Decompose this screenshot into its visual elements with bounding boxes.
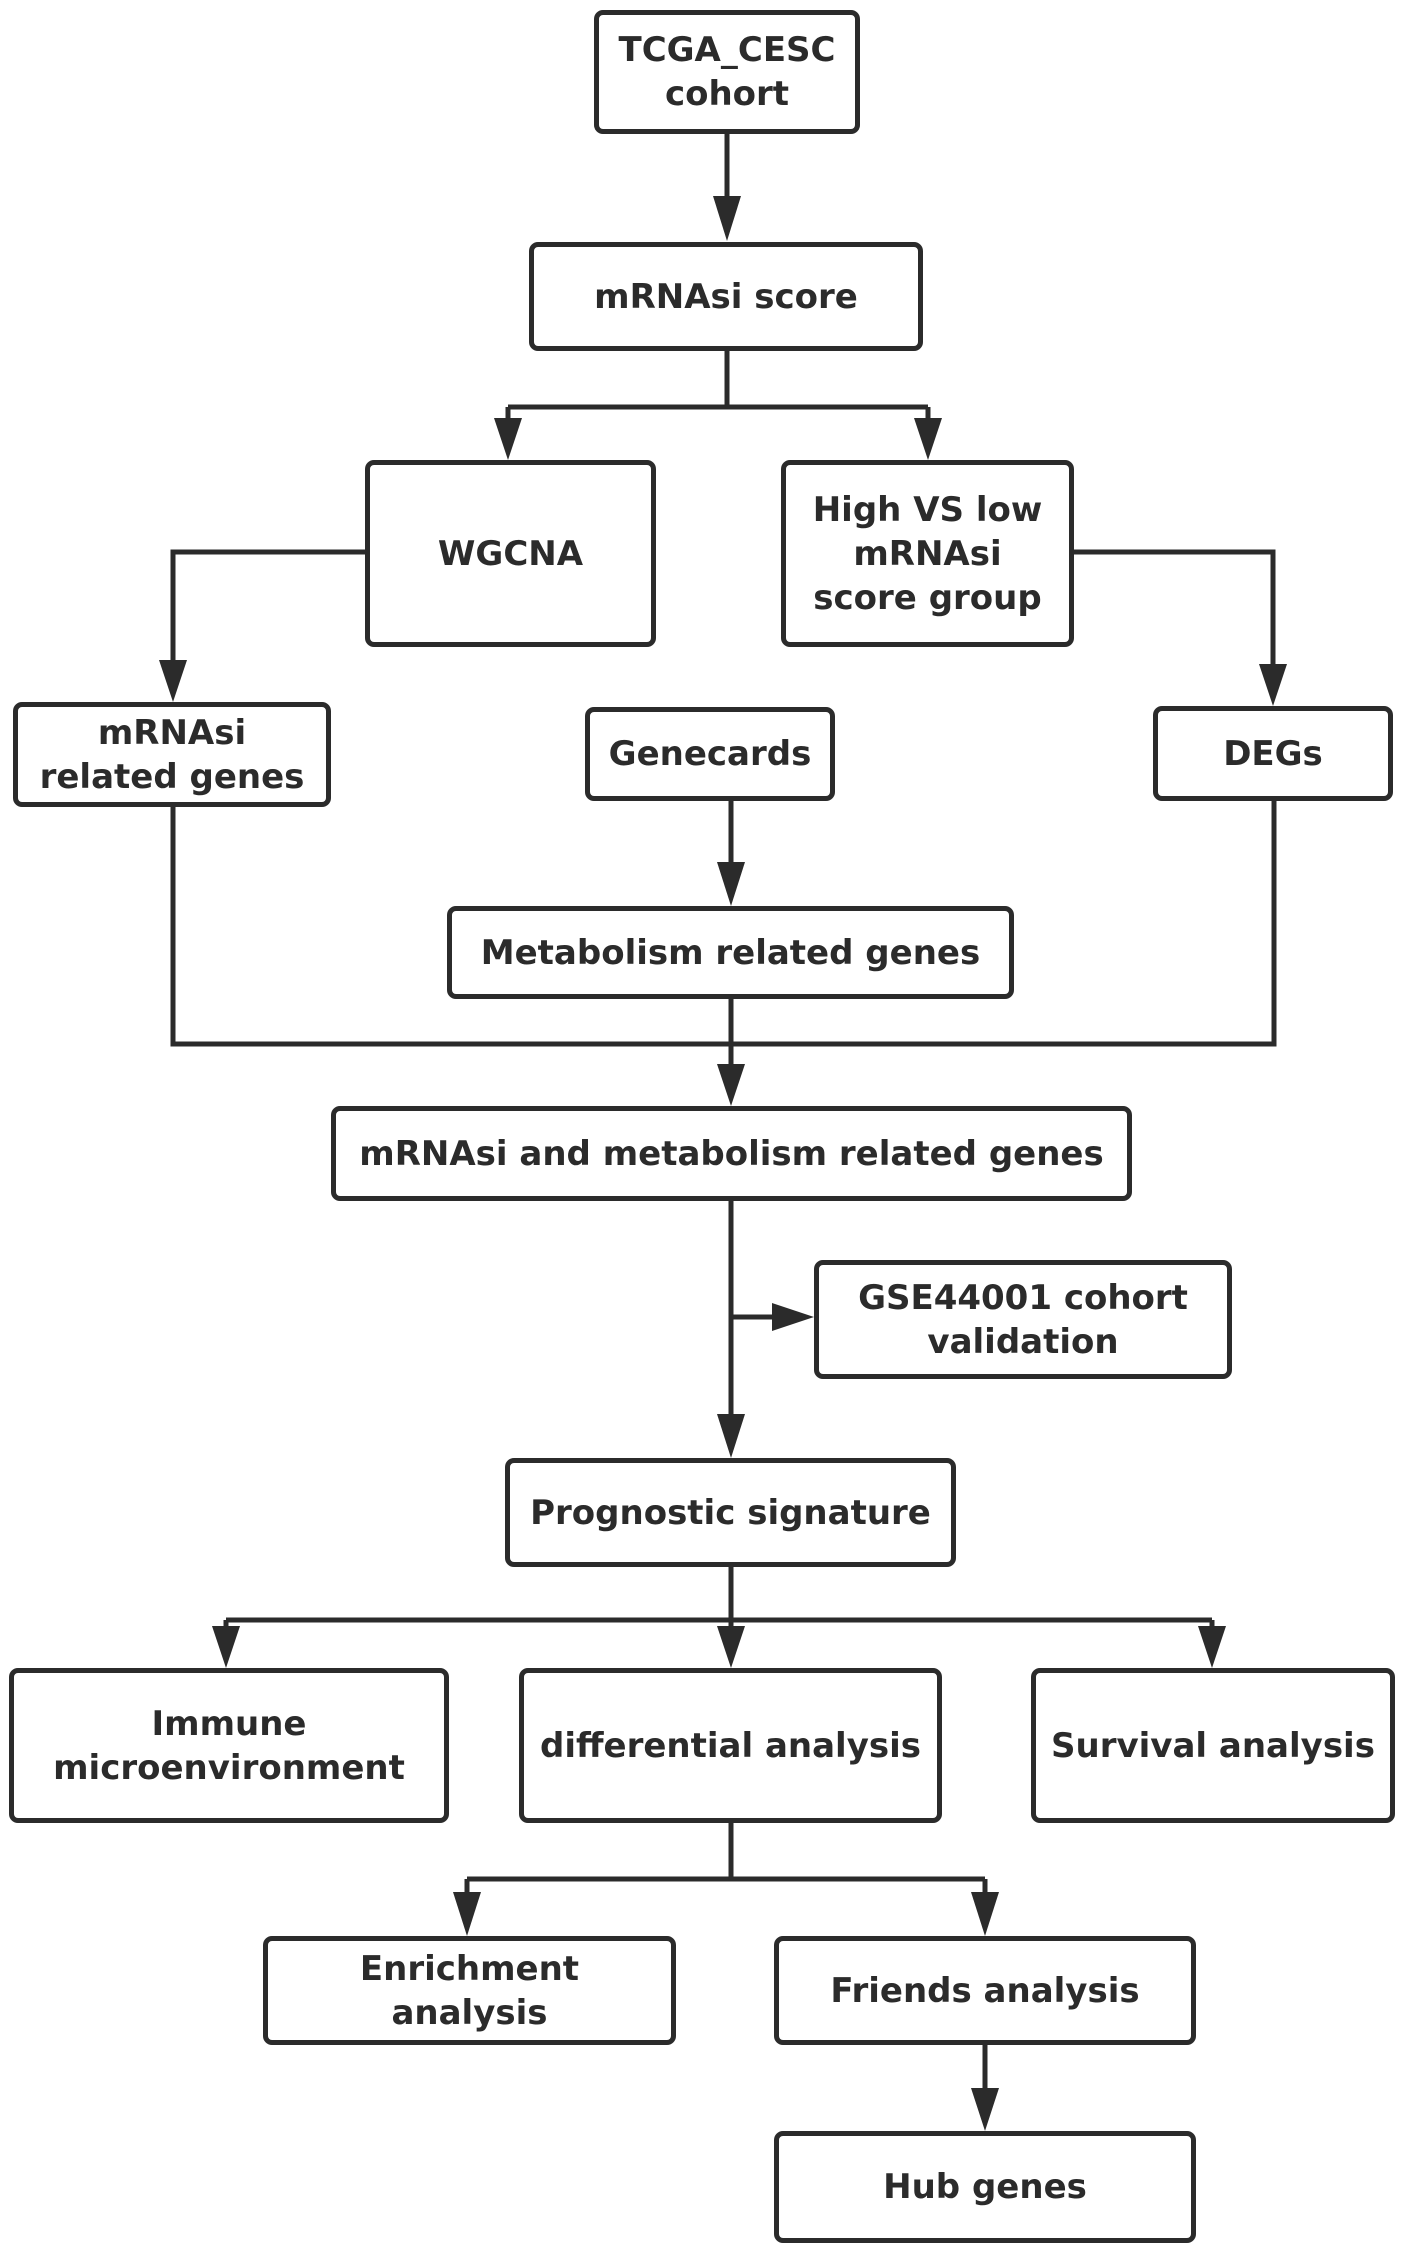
node-mrnasi-score: mRNAsi score — [529, 242, 923, 351]
node-high-vs-low-mrnasi-group: High VS low mRNAsi score group — [781, 460, 1074, 647]
node-metabolism-related-genes: Metabolism related genes — [447, 906, 1014, 999]
arrowhead — [914, 418, 942, 460]
node-enrichment-analysis: Enrichment analysis — [263, 1936, 676, 2045]
arrowhead — [717, 1626, 745, 1668]
node-friends-analysis: Friends analysis — [774, 1936, 1196, 2045]
edge-mrnasi-score-branch — [505, 351, 931, 422]
node-genecards: Genecards — [585, 707, 835, 801]
arrowhead — [494, 418, 522, 460]
arrowhead — [1198, 1626, 1226, 1668]
arrowhead — [212, 1626, 240, 1668]
arrowhead — [971, 2088, 999, 2131]
edge-wgcna-mrnasi-genes — [170, 549, 365, 665]
node-prognostic-signature: Prognostic signature — [505, 1458, 956, 1567]
edge-differential-branch — [464, 1823, 988, 1895]
arrowhead — [772, 1303, 814, 1331]
node-tcga-cesc-cohort: TCGA_CESC cohort — [594, 10, 860, 134]
arrowhead — [717, 862, 745, 906]
node-differential-analysis: differential analysis — [519, 1668, 942, 1823]
arrowhead — [717, 1414, 745, 1458]
edge-prognostic-branch — [223, 1567, 1215, 1632]
arrowhead — [1259, 664, 1287, 706]
edge-merge — [170, 801, 1277, 1068]
node-wgcna: WGCNA — [365, 460, 656, 647]
node-mrnasi-and-metabolism-genes: mRNAsi and metabolism related genes — [331, 1106, 1132, 1201]
edge-highlow-degs — [1074, 549, 1276, 668]
node-hub-genes: Hub genes — [774, 2131, 1196, 2243]
arrowhead — [717, 1064, 745, 1106]
arrowhead — [159, 660, 187, 702]
arrowhead — [453, 1892, 481, 1936]
node-degs: DEGs — [1153, 706, 1393, 801]
node-immune-microenvironment: Immune microenvironment — [9, 1668, 449, 1823]
arrowhead — [971, 1892, 999, 1936]
node-gse44001-validation: GSE44001 cohort validation — [814, 1260, 1232, 1379]
node-survival-analysis: Survival analysis — [1031, 1668, 1395, 1823]
node-mrnasi-related-genes: mRNAsi related genes — [13, 702, 331, 807]
arrowhead — [713, 196, 741, 241]
